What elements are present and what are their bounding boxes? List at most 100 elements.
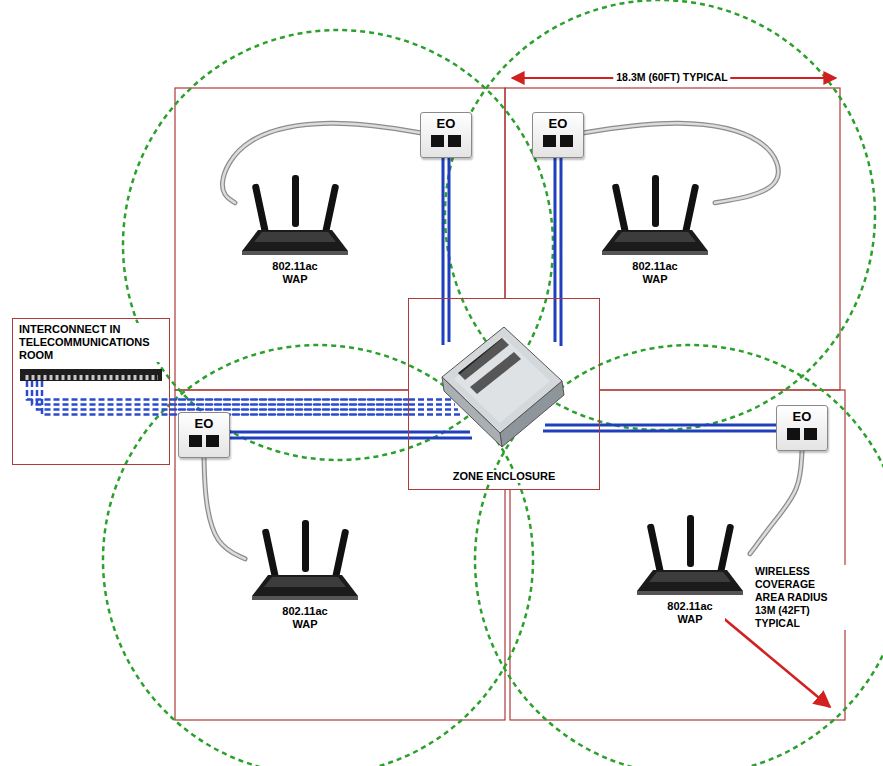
router-body	[252, 575, 358, 596]
outlet-ports	[540, 134, 576, 148]
device-label: 802.11ac WAP	[655, 600, 725, 626]
outlet-port	[448, 135, 461, 147]
connector-line	[448, 158, 451, 298]
router-front	[242, 251, 348, 255]
dimension-label: 18.3M (60FT) TYPICAL	[613, 71, 730, 84]
node-label: EO	[184, 416, 224, 431]
router-front	[252, 596, 358, 600]
router-antenna	[652, 175, 659, 227]
outlet-port	[560, 135, 573, 147]
equipment-outlet: EO	[420, 112, 472, 158]
router-body	[242, 230, 348, 251]
outlet-ports	[186, 434, 222, 448]
router-antenna	[717, 523, 735, 575]
connector-line	[204, 458, 245, 559]
connector-line	[170, 408, 408, 411]
connector-line	[170, 398, 408, 401]
router-body	[602, 230, 708, 251]
coverage-circle	[103, 345, 533, 766]
node-label: ZONE ENCLOSURE	[450, 470, 559, 483]
patch-panel-ports	[24, 369, 158, 381]
router-body	[637, 570, 743, 591]
zone-ground	[409, 299, 599, 489]
router-top	[264, 577, 346, 587]
coverage-circle	[475, 345, 883, 766]
device-label: 802.11ac WAP	[620, 260, 690, 286]
node-label: INTERCONNECT IN TELECOMMUNICATIONS ROOM	[19, 323, 163, 362]
outlet-port	[804, 428, 817, 440]
connector-line	[230, 431, 408, 434]
zone-enclosure: ZONE ENCLOSURE	[408, 298, 600, 490]
telecom-room-box: INTERCONNECT IN TELECOMMUNICATIONS ROOM	[12, 318, 170, 465]
node-label: EO	[426, 116, 466, 131]
router-antenna	[252, 183, 270, 235]
patch-panel-body	[20, 369, 162, 381]
router-top	[254, 232, 336, 242]
outlet-ports	[428, 134, 464, 148]
trunk-cable	[32, 381, 170, 405]
router-antenna	[292, 175, 299, 227]
horizontal-cable	[555, 158, 561, 298]
enclosure-shine	[454, 337, 550, 423]
connector-line	[442, 158, 445, 298]
wireless-access-point: 802.11ac WAP	[245, 520, 365, 631]
router-antenna	[262, 528, 280, 580]
device-label: 802.11ac WAP	[270, 605, 340, 631]
device-label: 802.11ac WAP	[260, 260, 330, 286]
blue-cable	[409, 432, 472, 438]
outlet-port	[189, 435, 202, 447]
trunk-cable	[27, 381, 170, 400]
equipment-outlet: EO	[178, 412, 230, 458]
router-front	[637, 591, 743, 595]
connector-line	[600, 429, 776, 432]
router-icon	[600, 175, 710, 260]
blue-cable	[555, 299, 561, 346]
horizontal-cable	[600, 425, 776, 431]
node-label: EO	[782, 409, 822, 424]
router-antenna	[682, 183, 700, 235]
patch-cord	[750, 451, 802, 554]
router-antenna	[647, 523, 665, 575]
horizontal-cable	[230, 432, 408, 438]
zone-enclosure-box	[442, 327, 564, 447]
router-antenna	[332, 528, 350, 580]
connector-line	[230, 437, 408, 440]
outlet-port	[543, 135, 556, 147]
router-icon	[635, 515, 745, 600]
coverage-circle	[445, 0, 875, 430]
outlet-ports	[784, 427, 820, 441]
outlet-port	[206, 435, 219, 447]
outlet-port	[787, 428, 800, 440]
blue-cable	[443, 299, 449, 345]
room-outline	[175, 390, 505, 720]
coverage-note: WIRELESS COVERAGE AREA RADIUS 13M (42FT)…	[752, 565, 850, 630]
connector-line	[222, 123, 420, 202]
wireless-access-point: 802.11ac WAP	[235, 175, 355, 286]
router-icon	[250, 520, 360, 605]
trunk-cables-room	[27, 381, 170, 415]
equipment-outlet: EO	[532, 112, 584, 158]
patch-panel	[20, 369, 162, 381]
horizontal-cable	[443, 158, 449, 298]
wireless-access-point: 802.11ac WAP	[630, 515, 750, 626]
connector-line	[222, 123, 420, 202]
enclosure-face	[442, 327, 562, 433]
blue-cable	[543, 425, 599, 431]
patch-cord	[204, 458, 245, 559]
equipment-outlet: EO	[776, 405, 828, 451]
connector-line	[559, 158, 562, 298]
trunk-cable	[409, 400, 460, 415]
connector-line	[170, 403, 408, 406]
connector-line	[750, 451, 802, 554]
patch-cord	[222, 123, 420, 202]
router-antenna	[612, 183, 630, 235]
router-antenna	[687, 515, 694, 567]
connector-line	[553, 158, 556, 298]
connector-line	[204, 458, 245, 559]
trunk-cable	[42, 381, 170, 415]
router-icon	[240, 175, 350, 260]
router-front	[602, 251, 708, 255]
coverage-circles	[103, 0, 883, 766]
